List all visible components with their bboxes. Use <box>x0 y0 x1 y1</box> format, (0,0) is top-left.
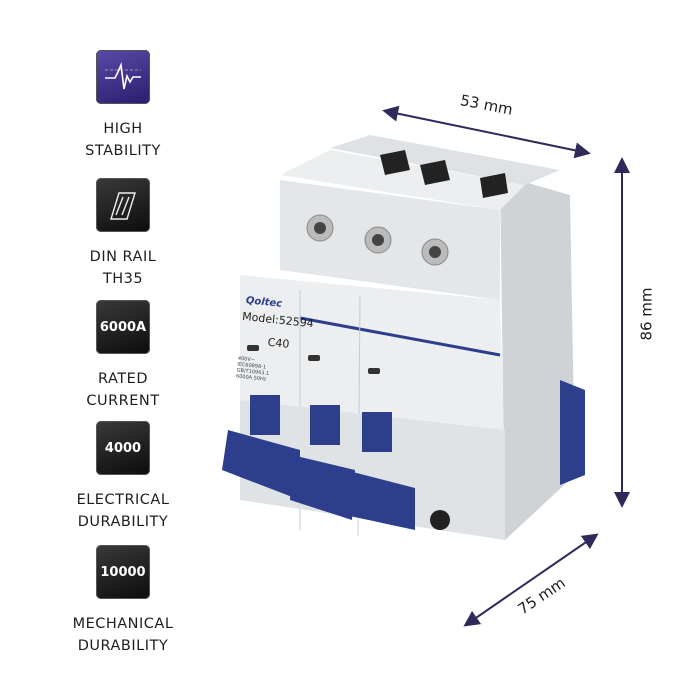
feature-rated-current: 6000A RATED CURRENT <box>63 300 183 412</box>
feature-label: STABILITY <box>85 143 161 159</box>
feature-label: DIN RAIL <box>89 249 157 265</box>
mechanical-durability-icon: 10000 <box>96 545 150 599</box>
feature-mechanical-durability: 10000 MECHANICAL DURABILITY <box>63 545 183 657</box>
feature-label: ELECTRICAL <box>76 492 170 508</box>
spec-line: GB/T10963.1 <box>236 368 269 377</box>
feature-label: HIGH <box>103 121 143 137</box>
width-arrow <box>382 105 591 159</box>
feature-label: CURRENT <box>86 393 160 409</box>
feature-label: MECHANICAL <box>72 616 174 632</box>
depth-arrow <box>463 533 599 627</box>
spec-line: IEC60898-1 <box>237 362 266 371</box>
rated-current-icon: 6000A <box>96 300 150 354</box>
rating-label: C40 <box>267 336 290 351</box>
feature-label: TH35 <box>102 271 144 287</box>
feature-label: DURABILITY <box>77 514 169 530</box>
electrical-durability-icon: 4000 <box>96 421 150 475</box>
feature-label: RATED <box>98 371 148 387</box>
brand-logo: Qoltec <box>245 295 282 310</box>
spec-line: 6000A 50Hz <box>236 373 267 382</box>
heartbeat-icon <box>96 50 150 104</box>
feature-din-rail: DIN RAIL TH35 <box>63 178 183 290</box>
feature-label: DURABILITY <box>77 638 169 654</box>
spec-line: 400V~ <box>238 356 256 364</box>
feature-electrical-durability: 4000 ELECTRICAL DURABILITY <box>63 421 183 533</box>
feature-high-stability: HIGH STABILITY <box>63 50 183 162</box>
height-dimension-label: 86 mm <box>637 287 656 341</box>
din-rail-icon <box>96 178 150 232</box>
